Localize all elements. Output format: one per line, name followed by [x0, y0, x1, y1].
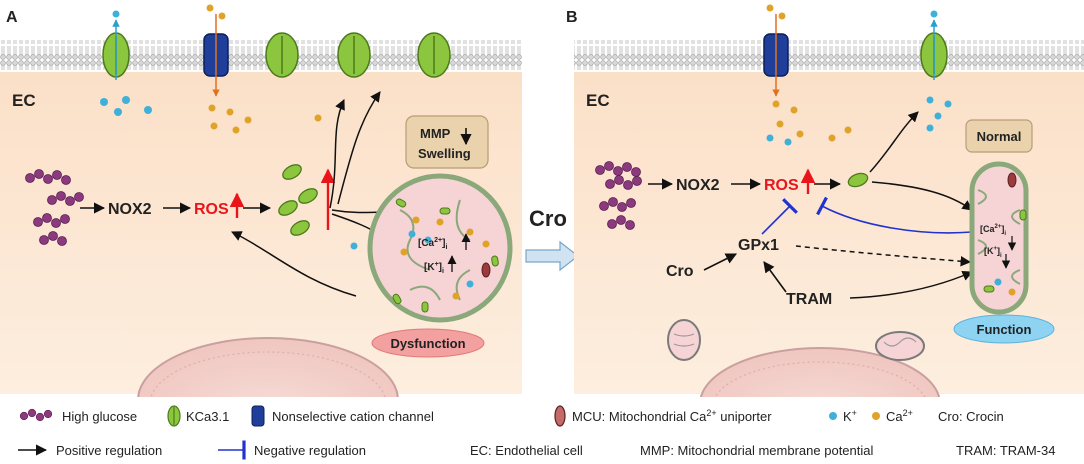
ca-label-b: [Ca — [980, 224, 995, 234]
gpx1-label: GPx1 — [738, 237, 779, 254]
legend-mmp: MMP: Mitochondrial membrane potential — [640, 443, 873, 458]
kca31-legend-icon — [167, 405, 181, 427]
legend-k-ion: K+ — [843, 408, 857, 424]
k-label-a: [K — [424, 262, 435, 273]
ca-label-a: [Ca — [418, 238, 435, 249]
treatment-arrow — [525, 240, 579, 272]
legend-mcu: MCU: Mitochondrial Ca2+ uniporter — [572, 408, 772, 424]
mcu-legend-icon — [554, 405, 566, 427]
dysfunction-badge: Dysfunction — [371, 328, 485, 358]
svg-text:[K+]i: [K+]i — [424, 261, 444, 275]
high-glucose-cluster-a — [25, 169, 84, 246]
kca31-channel-a4 — [417, 32, 451, 78]
mmp-label: MMP — [420, 126, 451, 141]
normal-box: Normal — [965, 119, 1033, 153]
kca31-channel-a2 — [265, 32, 299, 78]
ros-label-a: ROS — [194, 201, 229, 218]
mito-inhibits-ros — [816, 196, 973, 234]
cation-channel-a — [203, 14, 229, 97]
legend-positive: Positive regulation — [56, 443, 162, 458]
svg-text:[Ca2+]i: [Ca2+]i — [418, 237, 447, 251]
legend: High glucose KCa3.1 Nonselective cation … — [0, 397, 1084, 464]
kca31-normal-b — [847, 172, 869, 188]
panel-b: B EC NOX2 — [566, 4, 1084, 461]
swelling-label: Swelling — [418, 146, 471, 161]
legend-tram: TRAM: TRAM-34 — [956, 443, 1055, 458]
kca31-channel-a1 — [102, 19, 130, 80]
ions-b — [766, 4, 952, 146]
cation-channel-b — [763, 14, 789, 97]
gpx1-inhibits-ros — [761, 198, 798, 235]
svg-text:Normal: Normal — [977, 129, 1022, 144]
svg-text:Dysfunction: Dysfunction — [390, 336, 465, 351]
panel-letter-b: B — [566, 9, 578, 26]
legend-negative: Negative regulation — [254, 443, 366, 458]
kca31-channel-b — [920, 19, 948, 80]
cro-treatment-label: Cro — [529, 206, 567, 231]
panel-a: A EC — [0, 4, 522, 463]
svg-text:[Ca2+]i: [Ca2+]i — [980, 224, 1006, 237]
mitochondrion-dysfunction — [367, 173, 513, 323]
gpx1-to-mito-dashed — [795, 245, 972, 267]
nox2-label-a: NOX2 — [108, 201, 152, 218]
ions-outside-a — [112, 4, 226, 20]
mitochondrion-normal — [969, 161, 1029, 315]
function-badge: Function — [953, 314, 1055, 344]
ec-label-a: EC — [12, 91, 36, 110]
nox2-label-b: NOX2 — [676, 177, 720, 194]
center-treatment: Cro — [525, 206, 579, 272]
tram-label: TRAM — [786, 291, 832, 308]
k-label-b: [K — [984, 246, 994, 256]
mmp-swelling-box: MMP Swelling — [405, 115, 489, 169]
ros-label-b: ROS — [764, 177, 799, 194]
kca31-upregulated-a — [278, 164, 318, 236]
legend-cation-channel: Nonselective cation channel — [272, 409, 434, 424]
legend-kca31: KCa3.1 — [186, 409, 229, 424]
cro-label-b: Cro — [666, 263, 694, 280]
k-ion-legend-icon — [829, 412, 837, 420]
panel-letter-a: A — [6, 9, 18, 26]
cation-channel-legend-icon — [251, 405, 265, 427]
legend-ec: EC: Endothelial cell — [470, 443, 583, 458]
legend-cro: Cro: Crocin — [938, 409, 1004, 424]
svg-text:[K+]i: [K+]i — [984, 246, 1002, 259]
small-mitochondria-b — [667, 319, 925, 361]
kca31-channel-a3 — [337, 32, 371, 78]
legend-ca-ion: Ca2+ — [886, 408, 913, 424]
high-glucose-cluster-b — [595, 161, 642, 230]
ca-ion-legend-icon — [872, 412, 880, 420]
svg-text:Function: Function — [977, 322, 1032, 337]
glucose-legend-icon — [19, 408, 53, 422]
membrane-b — [574, 40, 1084, 70]
legend-high-glucose: High glucose — [62, 409, 137, 424]
ec-label-b: EC — [586, 91, 610, 110]
